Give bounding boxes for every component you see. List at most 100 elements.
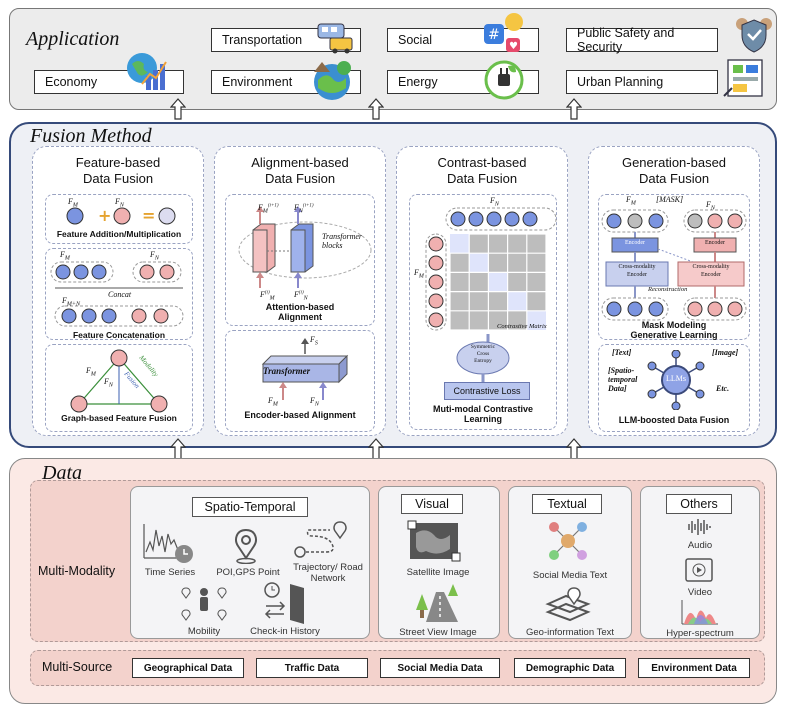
- social-network-icon: [549, 522, 587, 560]
- encoder-alignment-caption: Encoder-based Alignment: [244, 410, 356, 420]
- app-item-economy[interactable]: Economy: [34, 70, 184, 94]
- source-geographical[interactable]: Geographical Data: [132, 658, 244, 678]
- energy-plug-icon: [484, 60, 524, 100]
- contrastive-learning-caption: Muti-modal Contrastive Learning: [432, 404, 533, 424]
- feature-addition-diagram: + =: [66, 206, 176, 225]
- entropy-label: Symmetric Cross Entropy: [470, 344, 496, 364]
- satellite-image-label: Satellite Image: [406, 567, 470, 578]
- transformer-label: Transformer: [263, 366, 311, 376]
- fn-label: FN: [104, 377, 113, 389]
- environment-icon: [314, 61, 351, 100]
- fn-label: FN: [115, 197, 124, 209]
- fn-label: FN: [150, 250, 159, 262]
- encoder-alignment-diagram: [261, 338, 349, 400]
- mask-modeling-caption: Mask Modeling Generative Learning: [630, 320, 718, 340]
- text-tag: [Text]: [612, 348, 632, 357]
- transformer-blocks-label: Transformer blocks: [322, 232, 363, 250]
- svg-text:=: =: [142, 206, 155, 225]
- up-arrow-icon: [566, 438, 582, 460]
- fm-label: FM: [60, 250, 70, 262]
- app-item-label: Social: [398, 33, 433, 47]
- feature-fusion-title: Feature-based Data Fusion: [75, 155, 161, 186]
- safety-shield-icon: [736, 18, 772, 53]
- source-traffic[interactable]: Traffic Data: [256, 658, 368, 678]
- textual-title: Textual: [532, 494, 602, 514]
- feature-addition-caption: Feature Addition/Multiplication: [56, 229, 182, 239]
- hyper-spectrum-label: Hyper-spectrum: [666, 628, 734, 639]
- attention-alignment-caption: Attention-based Alignment: [265, 302, 335, 322]
- source-environment[interactable]: Environment Data: [638, 658, 750, 678]
- gps-pin-icon: [235, 528, 257, 564]
- multi-source-label: Multi-Source: [42, 660, 113, 674]
- generation-fusion-title: Generation-based Data Fusion: [621, 155, 727, 186]
- feature-concat-caption: Feature Concatenation: [72, 330, 166, 340]
- mask-modeling-diagram: [601, 209, 747, 321]
- app-item-label: Environment: [222, 75, 293, 89]
- street-view-label: Street View Image: [399, 627, 477, 638]
- encoder-label: Encoder: [705, 240, 725, 246]
- fn-out-label: FN(i+1): [294, 203, 314, 215]
- video-play-icon: [685, 558, 713, 582]
- fm-out-label: FM(i+1): [258, 203, 279, 215]
- source-social-media[interactable]: Social Media Data: [380, 658, 500, 678]
- street-view-icon: [416, 584, 458, 622]
- poi-gps-label: POI,GPS Point: [216, 567, 280, 578]
- spatio-temporal-tag: [Spatio- temporal Data]: [608, 366, 638, 393]
- fm-label: FM: [68, 197, 78, 209]
- social-icon: # ♥: [484, 13, 523, 52]
- trajectory-icon: [294, 521, 347, 558]
- source-demographic[interactable]: Demographic Data: [514, 658, 626, 678]
- up-arrow-icon: [566, 98, 582, 120]
- llm-network-icon: [647, 350, 705, 410]
- attention-alignment-diagram: [238, 206, 372, 288]
- app-item-label: Public Safety and Security: [577, 26, 675, 54]
- visual-title: Visual: [401, 494, 463, 514]
- etc-tag: Etc.: [716, 384, 730, 393]
- reconstruction-label: Reconstruction: [648, 286, 688, 293]
- mask-label: [MASK]: [656, 195, 684, 204]
- svg-text:#: #: [488, 27, 500, 43]
- trajectory-label: Trajectory/ Road Network: [293, 562, 363, 584]
- train-icon: [317, 23, 353, 54]
- app-item-urban-planning[interactable]: Urban Planning: [566, 70, 718, 94]
- fn-label: FN: [490, 196, 499, 208]
- contrastive-matrix-label: Contrastive Matrix: [497, 323, 547, 330]
- urban-planning-icon: [723, 59, 763, 97]
- geo-info-icon: [545, 587, 591, 622]
- check-in-label: Check-in History: [250, 626, 320, 637]
- multi-modality-label: Multi-Modality: [38, 564, 116, 578]
- app-item-public-safety[interactable]: Public Safety and Security: [566, 26, 718, 54]
- audio-waveform-icon: [688, 519, 711, 535]
- mobility-icon: [181, 587, 227, 621]
- time-series-label: Time Series: [144, 567, 196, 578]
- app-item-label: Energy: [398, 75, 438, 89]
- llm-label: LLMs: [666, 374, 686, 383]
- feature-concat-box: [45, 248, 193, 340]
- satellite-image-icon: [407, 520, 461, 562]
- svg-text:+: +: [98, 206, 111, 225]
- fn-in-label: F(i)N: [294, 290, 308, 302]
- fm-label: FM: [268, 396, 278, 408]
- time-series-icon: [143, 524, 193, 563]
- concat-label: Concat: [108, 290, 132, 299]
- social-media-text-label: Social Media Text: [532, 570, 608, 581]
- fn-label: FN: [706, 200, 715, 212]
- fm-label: FM: [414, 268, 424, 280]
- fmn-label: FM+N: [62, 296, 80, 308]
- check-in-door-icon: [264, 582, 304, 624]
- up-arrow-icon: [170, 98, 186, 120]
- contrastive-matrix: [425, 207, 557, 342]
- cross-modality-encoder-label: Cross-modality Encoder: [692, 264, 730, 278]
- data-title: Data: [42, 462, 82, 484]
- app-item-label: Urban Planning: [577, 75, 664, 89]
- application-title: Application: [26, 28, 120, 50]
- up-arrow-icon: [170, 438, 186, 460]
- spatio-temporal-title: Spatio-Temporal: [192, 497, 308, 517]
- fusion-method-title: Fusion Method: [30, 125, 152, 147]
- alignment-fusion-title: Alignment-based Data Fusion: [251, 155, 349, 186]
- llm-fusion-caption: LLM-boosted Data Fusion: [618, 415, 730, 425]
- svg-text:♥: ♥: [509, 41, 518, 52]
- fm-label: FM: [626, 195, 636, 207]
- graph-fusion-caption: Graph-based Feature Fusion: [61, 413, 177, 423]
- hyperspectrum-icon: [681, 600, 718, 625]
